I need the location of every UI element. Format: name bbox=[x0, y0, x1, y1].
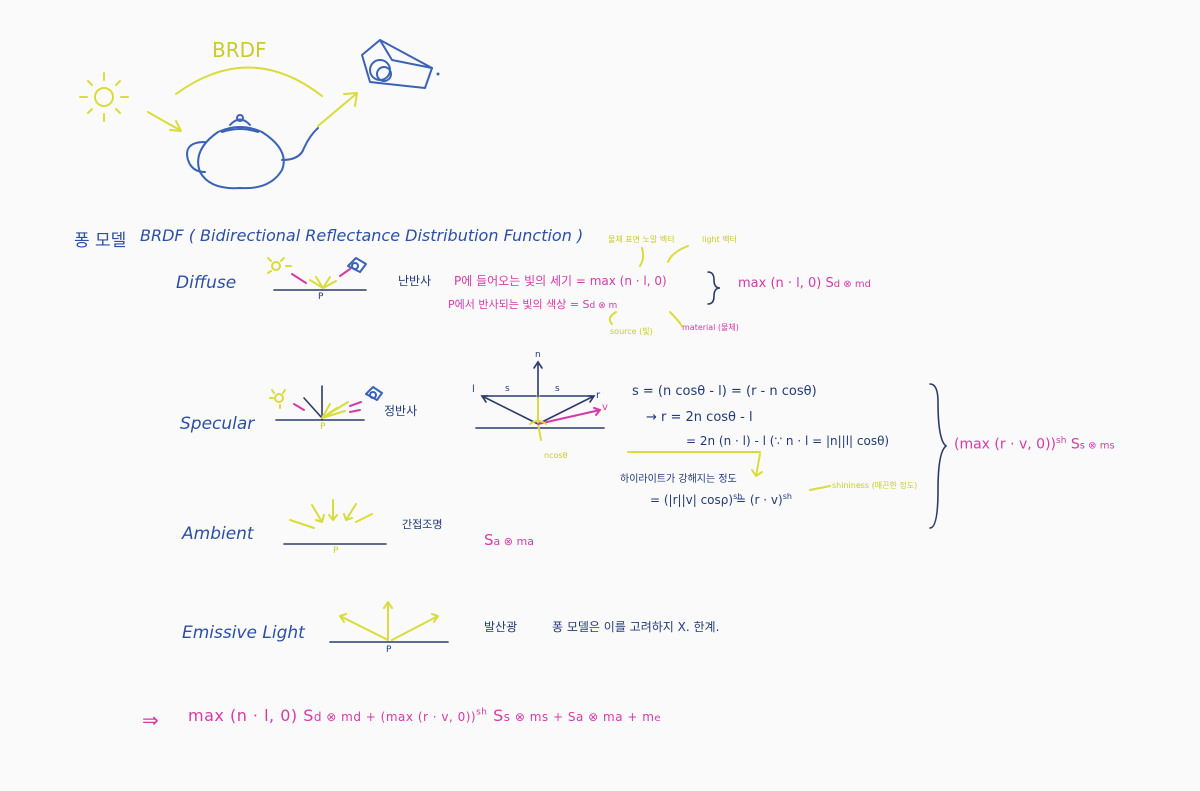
diffuse-label: Diffuse bbox=[176, 273, 237, 293]
specular-korean: 정반사 bbox=[384, 404, 418, 418]
diffuse-brace bbox=[707, 271, 721, 305]
diffuse-result: max (n · l, 0) Sd ⊗ md bbox=[738, 276, 871, 291]
brdf-label: BRDF bbox=[212, 38, 267, 62]
reflected-light-arrow bbox=[317, 93, 357, 127]
vector-s1-label: s bbox=[505, 384, 510, 394]
ncos-label: ncosθ bbox=[544, 451, 568, 460]
emissive-korean: 발산광 bbox=[484, 620, 518, 634]
shininess-annot: shininess (매끈한 정도) bbox=[832, 481, 918, 490]
camera-icon bbox=[361, 39, 440, 89]
final-arrow: ⇒ bbox=[142, 708, 159, 732]
reflection-vector-diagram bbox=[475, 360, 605, 441]
diffuse-korean: 난반사 bbox=[398, 274, 432, 288]
specular-eq5: = (r · v)sh bbox=[736, 492, 792, 507]
sun-icon bbox=[79, 72, 129, 122]
specular-eq1: s = (n cosθ - l) = (r - n cosθ) bbox=[632, 384, 817, 399]
brdf-arc bbox=[175, 66, 323, 97]
diffuse-annot-normal: 물체 표면 노말 벡터 bbox=[608, 235, 675, 244]
specular-result: (max (r · v, 0))sh Ss ⊗ ms bbox=[954, 436, 1115, 453]
emissive-diagram bbox=[329, 601, 449, 643]
ambient-label: Ambient bbox=[182, 524, 254, 544]
vector-l-label: l bbox=[472, 384, 475, 395]
specular-brace bbox=[929, 383, 948, 529]
ambient-korean: 간접조명 bbox=[402, 518, 443, 531]
specular-eq4: = (|r||v| cosρ)sh bbox=[650, 492, 743, 507]
diffuse-p-label: P bbox=[318, 292, 324, 302]
vector-v-label: v bbox=[602, 402, 608, 413]
vector-n-label: n bbox=[535, 350, 541, 360]
emissive-label: Emissive Light bbox=[182, 623, 305, 643]
emissive-p-label: P bbox=[386, 645, 392, 655]
final-formula: max (n · l, 0) Sd ⊗ md + (max (r · v, 0)… bbox=[188, 706, 662, 725]
specular-eq2: → r = 2n cosθ - l bbox=[646, 410, 753, 425]
heading-prefix: 퐁 모델 bbox=[74, 231, 127, 251]
specular-diagram bbox=[269, 385, 383, 421]
diffuse-annot-source: source (빛) bbox=[610, 327, 653, 336]
incoming-light-arrow bbox=[147, 111, 181, 131]
diffuse-annot-material: material (물체) bbox=[682, 323, 739, 332]
diffuse-line1: P에 들어오는 빛의 세기 = max (n · l, 0) bbox=[454, 274, 667, 288]
normal-annot-connector bbox=[639, 247, 645, 267]
vector-s2-label: s bbox=[555, 384, 560, 394]
specular-eq3: = 2n (n · l) - l (∵ n · l = |n||l| cosθ) bbox=[686, 434, 890, 448]
specular-korean2: 하이라이트가 강해지는 정도 bbox=[620, 474, 737, 485]
diffuse-annot-light: light 벡터 bbox=[702, 235, 737, 244]
diffuse-diagram bbox=[267, 257, 367, 291]
specular-label: Specular bbox=[180, 414, 255, 434]
ambient-formula: Sa ⊗ ma bbox=[484, 531, 534, 549]
specular-p-label: P bbox=[320, 422, 326, 432]
ambient-diagram bbox=[283, 499, 387, 545]
teapot-icon bbox=[186, 114, 319, 190]
vector-r-label: r bbox=[596, 390, 601, 401]
heading-title: BRDF ( Bidirectional Reflectance Distrib… bbox=[140, 226, 584, 245]
diffuse-line2: P에서 반사되는 빛의 색상 = Sd ⊗ m bbox=[448, 298, 618, 311]
ambient-p-label: P bbox=[333, 546, 339, 556]
emissive-note: 퐁 모델은 이를 고려하지 X. 한계. bbox=[552, 620, 720, 634]
